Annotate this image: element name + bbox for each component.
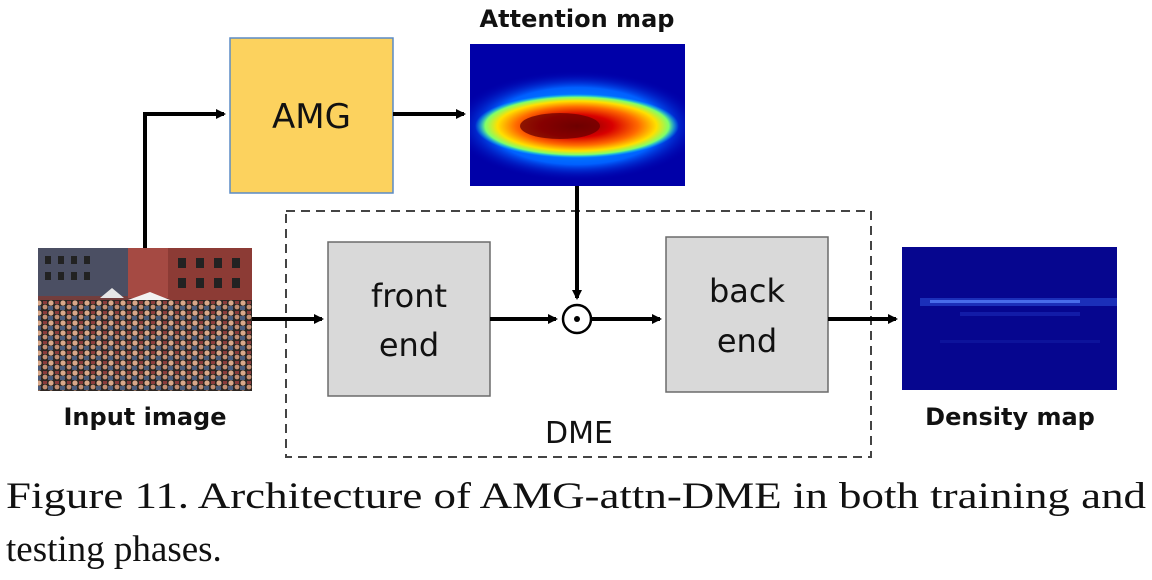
attention-map-image — [470, 44, 685, 186]
density-map-image — [902, 247, 1117, 390]
amg-box — [229, 37, 394, 194]
input-image — [38, 248, 252, 391]
elementwise-multiply-node — [561, 303, 593, 335]
amg-label: AMG — [272, 97, 351, 137]
back-end-label-line1: back — [709, 272, 786, 310]
back-end-label-line2: end — [717, 322, 777, 360]
arrows — [143, 109, 898, 324]
arrow-input-to-amg — [143, 109, 226, 248]
back-end-box — [665, 236, 829, 393]
front-end-label-line2: end — [379, 326, 439, 364]
front-end-label-line1: front — [371, 277, 447, 315]
density-map-title: Density map — [925, 403, 1095, 431]
dme-label: DME — [545, 416, 613, 451]
attention-map-title: Attention map — [480, 5, 675, 33]
input-image-title: Input image — [64, 403, 227, 431]
figure-caption-line1: Figure 11. Architecture of AMG-attn-DME … — [6, 476, 1147, 517]
figure-caption-line2: testing phases. — [6, 529, 222, 570]
front-end-box — [327, 241, 491, 397]
